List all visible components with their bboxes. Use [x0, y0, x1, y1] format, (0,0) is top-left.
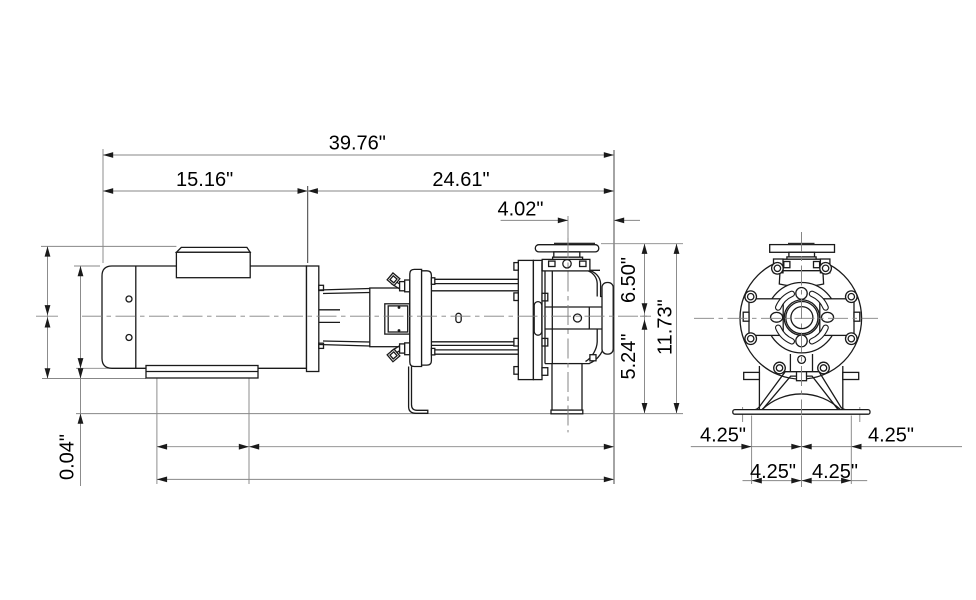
- svg-text:4.25": 4.25": [750, 461, 796, 483]
- svg-text:39.76": 39.76": [329, 133, 386, 155]
- svg-text:0.04": 0.04": [57, 434, 79, 480]
- svg-text:6.50": 6.50": [618, 257, 640, 303]
- svg-text:4.25": 4.25": [868, 424, 914, 446]
- svg-text:4.25": 4.25": [812, 461, 858, 483]
- svg-text:4.25": 4.25": [700, 424, 746, 446]
- svg-text:11.73": 11.73": [655, 299, 677, 355]
- svg-text:24.61": 24.61": [432, 169, 489, 191]
- svg-text:5.24": 5.24": [618, 333, 640, 379]
- svg-text:15.16": 15.16": [176, 169, 233, 191]
- svg-text:4.02": 4.02": [497, 199, 543, 221]
